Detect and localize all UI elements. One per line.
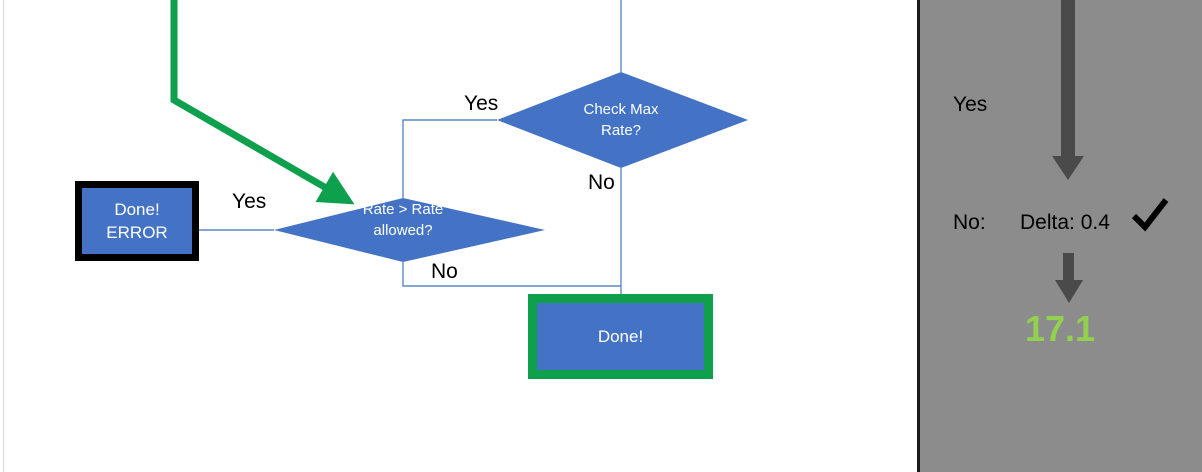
- terminator-done-error[interactable]: Done! ERROR: [75, 181, 199, 261]
- side-panel-no-label: No:: [953, 211, 986, 234]
- terminator-done[interactable]: Done!: [528, 294, 713, 379]
- side-panel-yes-label: Yes: [953, 93, 988, 116]
- flowchart-canvas: Check Max Rate? Rate > Rate allowed? Yes…: [3, 0, 748, 472]
- short-down-arrow-icon: [1055, 253, 1083, 303]
- flowchart-connectors: [170, 0, 748, 294]
- green-feedback-arrow: [170, 0, 355, 205]
- decision-rate-greater-than-allowed: [274, 198, 545, 262]
- terminator-done-error-label: Done! ERROR: [106, 200, 168, 242]
- branch-label-rate-allowed-yes: Yes: [232, 190, 267, 213]
- decision-check-max-rate: [497, 72, 748, 168]
- long-down-arrow-icon: [1052, 0, 1084, 180]
- side-panel-arrows: [1052, 0, 1084, 303]
- terminator-done-label: Done!: [597, 327, 644, 346]
- connector-rate-allowed-no: [402, 262, 621, 287]
- connector-check-max-rate-yes: [402, 119, 497, 198]
- slide-left-rule: [3, 0, 4, 472]
- side-panel: Yes No: Delta: 0.4 17.1: [917, 0, 1202, 472]
- side-panel-result-value: 17.1: [1025, 308, 1096, 349]
- branch-label-check-max-rate-yes: Yes: [464, 92, 499, 115]
- check-mark-icon: [1131, 198, 1169, 232]
- branch-label-check-max-rate-no: No: [588, 171, 615, 194]
- side-panel-delta-label: Delta: 0.4: [1020, 211, 1110, 234]
- branch-label-rate-allowed-no: No: [431, 260, 458, 283]
